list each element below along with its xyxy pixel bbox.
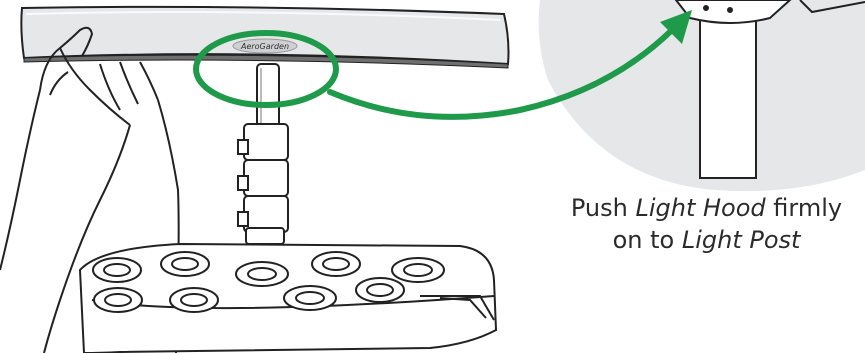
caption-line-1: Push Light Hood firmly xyxy=(548,192,865,224)
brand-label: AeroGarden xyxy=(240,42,289,51)
light-hood xyxy=(21,7,508,68)
caption-text: on to xyxy=(613,226,682,254)
caption: Push Light Hood firmly on to Light Post xyxy=(548,192,865,256)
zoom-detail xyxy=(539,0,865,191)
caption-term-light-hood: Light Hood xyxy=(635,194,765,222)
caption-term-light-post: Light Post xyxy=(682,226,801,254)
caption-text: firmly xyxy=(766,194,842,222)
caption-text: Push xyxy=(571,194,636,222)
caption-line-2: on to Light Post xyxy=(548,224,865,256)
light-post xyxy=(238,64,288,244)
